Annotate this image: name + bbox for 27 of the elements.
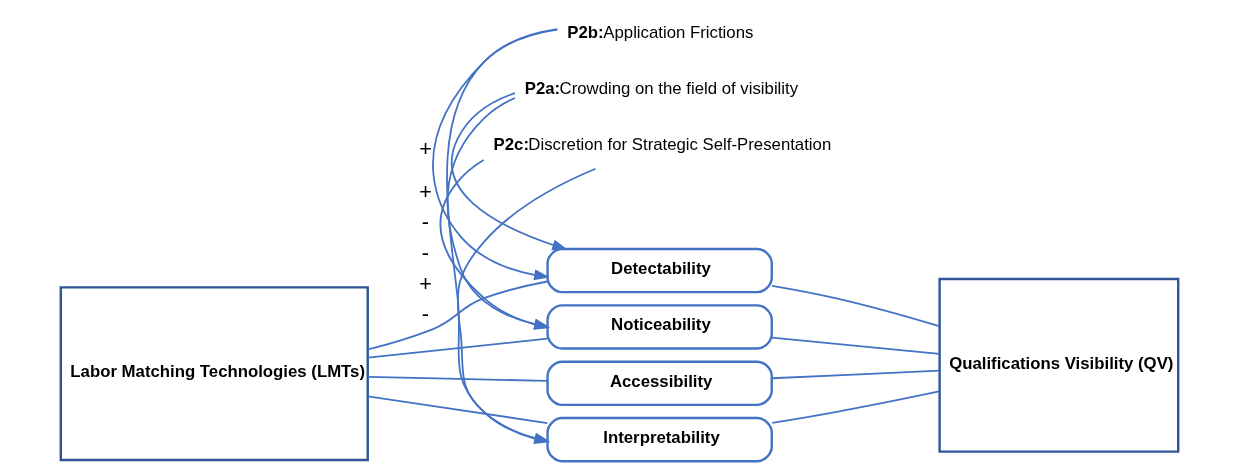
node-text: P2a:Crowding on the field of visibility (524, 78, 798, 98)
arrow (450, 92, 568, 251)
node-box: Interpretability (545, 416, 773, 463)
connector (366, 337, 548, 359)
connector (770, 284, 940, 328)
node-box: Labor Matching Technologies (LMTs) (59, 286, 369, 462)
node-box: Detectability (545, 247, 773, 294)
edge-label: - (421, 209, 429, 235)
node-box: Noticeability (545, 304, 773, 350)
node-box: Qualifications Visibility (QV) (937, 277, 1179, 453)
node-text: P2c:Discretion for Strategic Self-Presentation (493, 135, 831, 155)
edge-label: - (421, 301, 429, 327)
connector (366, 280, 548, 351)
node-box: Accessibility (545, 360, 773, 407)
arrow (446, 97, 550, 330)
edge-label: + (418, 271, 432, 297)
connector (770, 336, 940, 355)
edge-label: + (418, 179, 432, 205)
connector (770, 390, 940, 424)
connector (366, 376, 548, 382)
arrow (439, 159, 550, 330)
edge-label: - (421, 240, 429, 266)
connector (770, 369, 940, 380)
edge-label: + (418, 135, 432, 161)
node-text: P2b:Application Frictions (566, 22, 753, 42)
arrow (431, 28, 558, 281)
connector (366, 395, 548, 424)
